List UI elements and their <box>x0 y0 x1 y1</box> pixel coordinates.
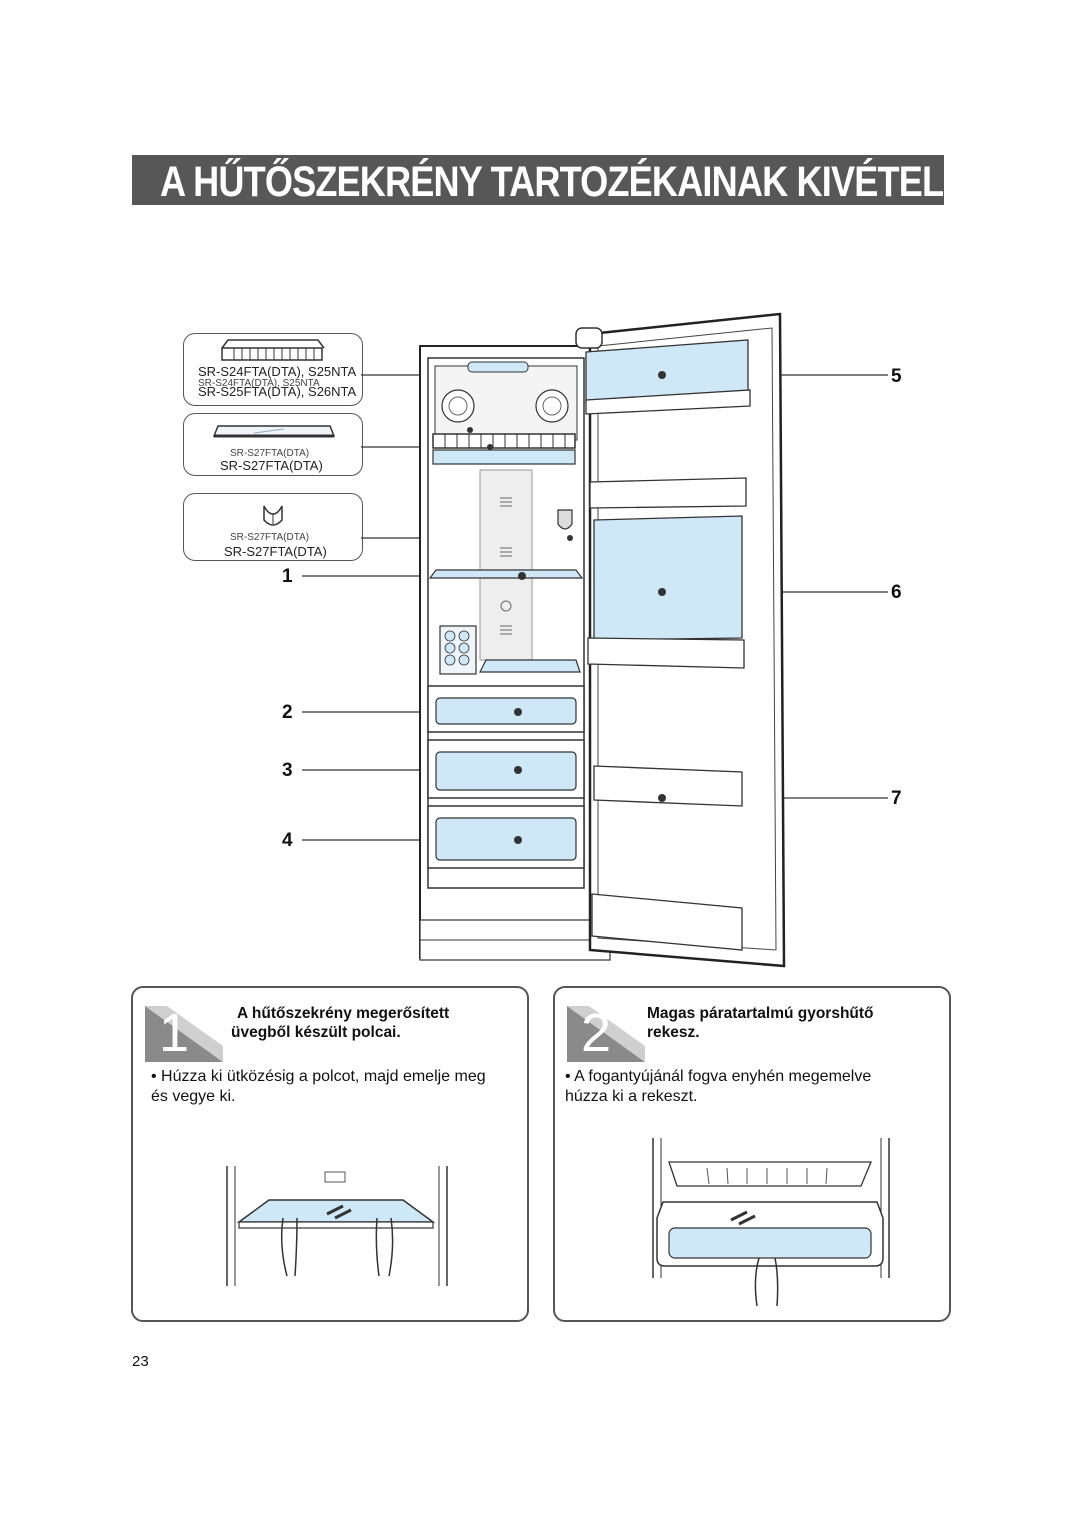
step-badge <box>567 1006 645 1062</box>
glass-cover-icon <box>212 425 336 438</box>
model-label: SR-S27FTA(DTA) <box>230 532 310 543</box>
step-number: 1 <box>159 1003 190 1063</box>
part-label-6: 6 <box>891 582 902 603</box>
step-title-line1: Magas páratartalmú gyorshűtő <box>647 1005 874 1022</box>
callout-box-glass-cover: SR-S27FTA(DTA) SR-S27FTA(DTA) <box>183 413 363 476</box>
step-instruction: • Húzza ki ütközésig a polcot, majd emel… <box>151 1068 486 1105</box>
model-label: SR-S24FTA(DTA), S25NTA <box>198 364 357 379</box>
model-label: SR-S24FTA(DTA), S25NTA <box>198 378 320 389</box>
step-title-line2: rekesz. <box>647 1024 700 1041</box>
model-label: SR-S27FTA(DTA) <box>224 544 327 559</box>
part-label-2: 2 <box>282 702 293 723</box>
part-label-4: 4 <box>282 830 293 851</box>
shelf-cover-icon <box>221 339 325 361</box>
part-label-3: 3 <box>282 760 293 781</box>
egg-holder-icon <box>263 505 283 526</box>
page-number: 23 <box>132 1353 149 1370</box>
drawer-removal-illustration <box>652 1138 890 1307</box>
step-number: 2 <box>581 1003 612 1063</box>
step-panel-2: 2 Magas páratartalmú gyorshűtő rekesz. •… <box>553 986 951 1322</box>
title-bar <box>132 155 944 205</box>
step-panel-1: 1 A hűtőszekrény megerősített üvegből ké… <box>131 986 529 1322</box>
step-badge <box>145 1006 223 1062</box>
part-label-5: 5 <box>891 366 902 387</box>
step-title-line1: A hűtőszekrény megerősített <box>237 1005 450 1022</box>
part-label-7: 7 <box>891 788 902 809</box>
callout-box-top-cover: SR-S24FTA(DTA), S25NTA SR-S24FTA(DTA), S… <box>183 333 363 406</box>
shelf-removal-illustration <box>226 1166 448 1286</box>
model-label: SR-S25FTA(DTA), S26NTA <box>198 384 357 399</box>
model-label: SR-S27FTA(DTA) <box>220 458 323 473</box>
part-label-1: 1 <box>282 566 293 587</box>
model-label: SR-S27FTA(DTA) <box>230 448 310 459</box>
callout-box-egg-holder: SR-S27FTA(DTA) SR-S27FTA(DTA) <box>183 493 363 561</box>
step-instruction: • A fogantyújánál fogva enyhén megemelve… <box>565 1068 872 1105</box>
refrigerator-illustration <box>302 312 888 968</box>
step-title-line2: üvegből készült polcai. <box>231 1024 401 1041</box>
page-title: A HŰTŐSZEKRÉNY TARTOZÉKAINAK KIVÉTELE <box>160 158 967 206</box>
